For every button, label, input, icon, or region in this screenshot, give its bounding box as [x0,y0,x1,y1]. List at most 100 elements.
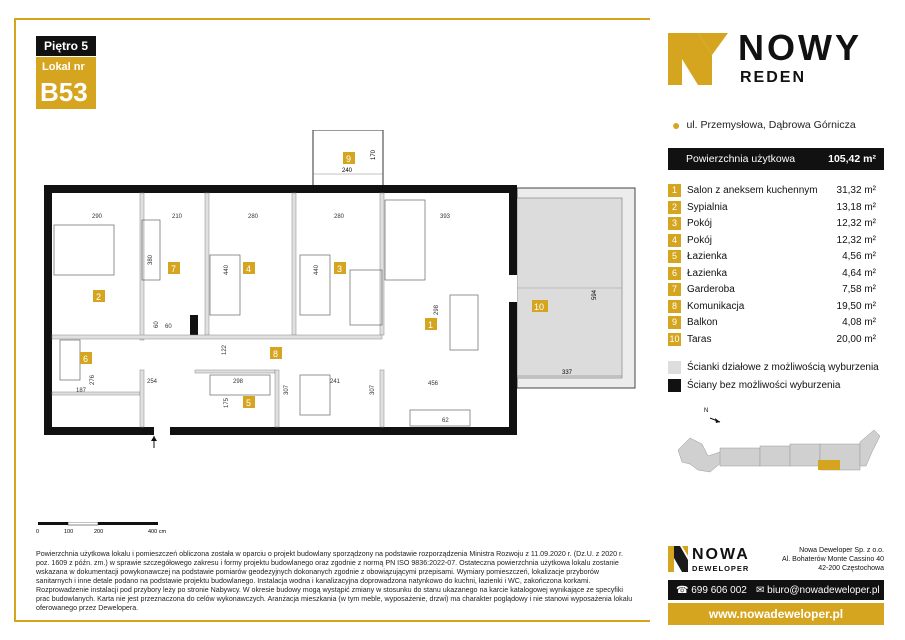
frame-bottom-rule [14,620,650,622]
room-name: Garderoba [687,284,735,295]
frame-left-rule [14,18,16,622]
svg-text:10: 10 [534,302,544,312]
unit-number: B53 [40,77,88,107]
entrance-arrow-icon [151,436,157,448]
address-text: ul. Przemysłowa, Dąbrowa Górnicza [686,119,856,131]
legend-removable-text: Ścianki działowe z możliwością wyburzeni… [687,362,879,373]
room-number: 1 [668,184,681,197]
developer-name: NOWA [692,546,750,563]
dim-label: 210 [172,214,183,220]
room-name: Sypialnia [687,201,728,213]
room-number: 5 [668,250,681,263]
dim-label: 298 [233,379,244,385]
svg-text:5: 5 [246,398,251,408]
floor-plan: 240 170 337 594 [44,130,636,448]
floor-label: Piętro 5 [36,36,97,56]
svg-text:7: 7 [171,264,176,274]
room-number: 9 [668,316,681,329]
scale-label: 400 cm [148,529,166,535]
svg-text:8: 8 [273,349,278,359]
room-badge: 4 [243,262,255,274]
room-badge: 2 [93,290,105,302]
room-badge: 3 [334,262,346,274]
room-name: Pokój [687,218,713,229]
scale-label: 0 [36,529,39,535]
address: ●ul. Przemysłowa, Dąbrowa Górnicza [672,117,856,133]
developer-sub: DEWELOPER [692,564,750,573]
dim-label: 440 [314,264,320,275]
company-line: Nowa Deweloper Sp. z o.o. [799,547,884,554]
website-link[interactable]: www.nowadeweloper.pl [668,603,884,625]
compass-north-label: N [704,408,708,414]
room-name: Balkon [687,317,718,328]
room-name: Pokój [687,234,713,246]
dim-label: 337 [562,370,573,376]
frame-top-rule [14,18,650,20]
room-badge: 8 [270,347,282,359]
dim-label: 240 [342,168,353,174]
building-footprint [677,429,881,473]
phone-icon: ☎ [676,585,692,596]
room-name: Łazienka [687,267,728,279]
svg-text:1: 1 [428,320,433,330]
dim-label: 276 [90,374,96,385]
email[interactable]: ✉ biuro@nowadeweloper.pl [756,585,880,596]
dim-label: 298 [434,304,440,315]
room-number: 7 [668,283,681,296]
room-badge: 1 [425,318,437,330]
dim-label: 254 [147,379,158,385]
room-area: 12,32 m² [836,234,876,246]
room-name: Komunikacja [687,300,745,312]
dim-label: 175 [224,397,230,408]
svg-text:9: 9 [346,154,351,164]
room-badge: 10 [532,300,548,312]
room-number: 8 [668,299,681,313]
usable-area-value: 105,42 m² [828,153,876,165]
compass: N [704,408,721,423]
room-name: Taras [687,333,712,345]
building-location-map: N [677,408,881,473]
svg-text:3: 3 [337,264,342,274]
dim-label: 456 [428,381,439,387]
unit-label: Lokal nr [42,61,85,73]
removable-wall-swatch [668,361,681,374]
contact-bar: ☎ 699 606 002 ✉ biuro@nowadeweloper.pl [668,580,884,600]
phone[interactable]: ☎ 699 606 002 [676,585,747,596]
furniture [53,199,479,427]
usable-area-label: Powierzchnia użytkowa [686,153,796,165]
room-number: 10 [668,332,681,346]
room-number: 6 [668,266,681,280]
room-badge: 5 [243,396,255,408]
room-badges: 1 2 3 4 5 6 7 8 9 10 [80,152,548,408]
fixed-walls [44,185,517,435]
room-area: 20,00 m² [836,333,876,345]
unit-badge: Lokal nr B53 [36,57,96,109]
dim-label: 307 [370,384,376,395]
room-area: 4,56 m² [842,251,876,262]
dim-label: 62 [442,418,449,424]
email-icon: ✉ [756,585,768,596]
dim-label: 440 [224,264,230,275]
dim-label: 60 [154,321,160,328]
room-name: Łazienka [687,251,728,262]
dim-label: 241 [330,379,341,385]
dim-label: 393 [440,214,451,220]
company-address: Nowa Deweloper Sp. z o.o. Al. Bohaterów … [742,546,884,573]
dim-label: 290 [92,214,103,220]
dim-label: 307 [284,384,290,395]
room-area: 13,18 m² [836,201,876,213]
nowa-deweloper-logo-icon [668,546,688,572]
brand-subname: REDEN [740,69,807,86]
dim-label: 380 [148,254,154,265]
scale-bar: 0 100 200 400 cm [36,522,166,535]
scale-label: 100 [64,529,73,535]
room-number: 3 [668,217,681,230]
